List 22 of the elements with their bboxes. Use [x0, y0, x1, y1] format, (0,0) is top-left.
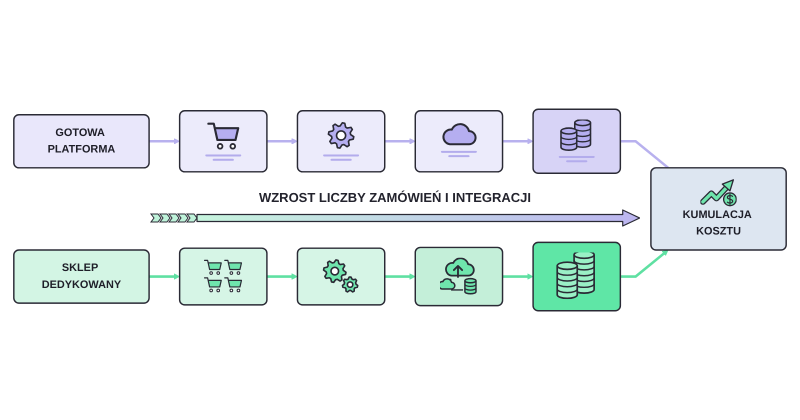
node-picture — [296, 110, 386, 173]
node-picture — [414, 246, 504, 306]
node-picture — [532, 108, 622, 174]
arrow — [384, 273, 416, 280]
node-box: SKLEP DEDYKOWANY — [13, 249, 150, 304]
node-picture — [296, 247, 386, 306]
arrow — [502, 138, 534, 144]
node-picture — [178, 110, 268, 173]
arrow — [266, 138, 298, 144]
trend-label: WZROST LICZBY ZAMÓWIEŃ I INTEGRACJI — [258, 190, 531, 206]
node-picture — [532, 242, 622, 312]
node-box: KUMULACJA KOSZTU — [650, 167, 787, 251]
arrow — [384, 138, 416, 144]
node-picture — [414, 110, 504, 173]
arrow — [149, 138, 180, 144]
node-box: GOTOWA PLATFORMA — [13, 114, 150, 169]
arrow — [266, 273, 298, 280]
arrow — [149, 273, 180, 280]
connector — [620, 140, 669, 169]
arrow — [502, 273, 534, 280]
node-picture — [178, 247, 268, 306]
arrow — [620, 250, 668, 278]
